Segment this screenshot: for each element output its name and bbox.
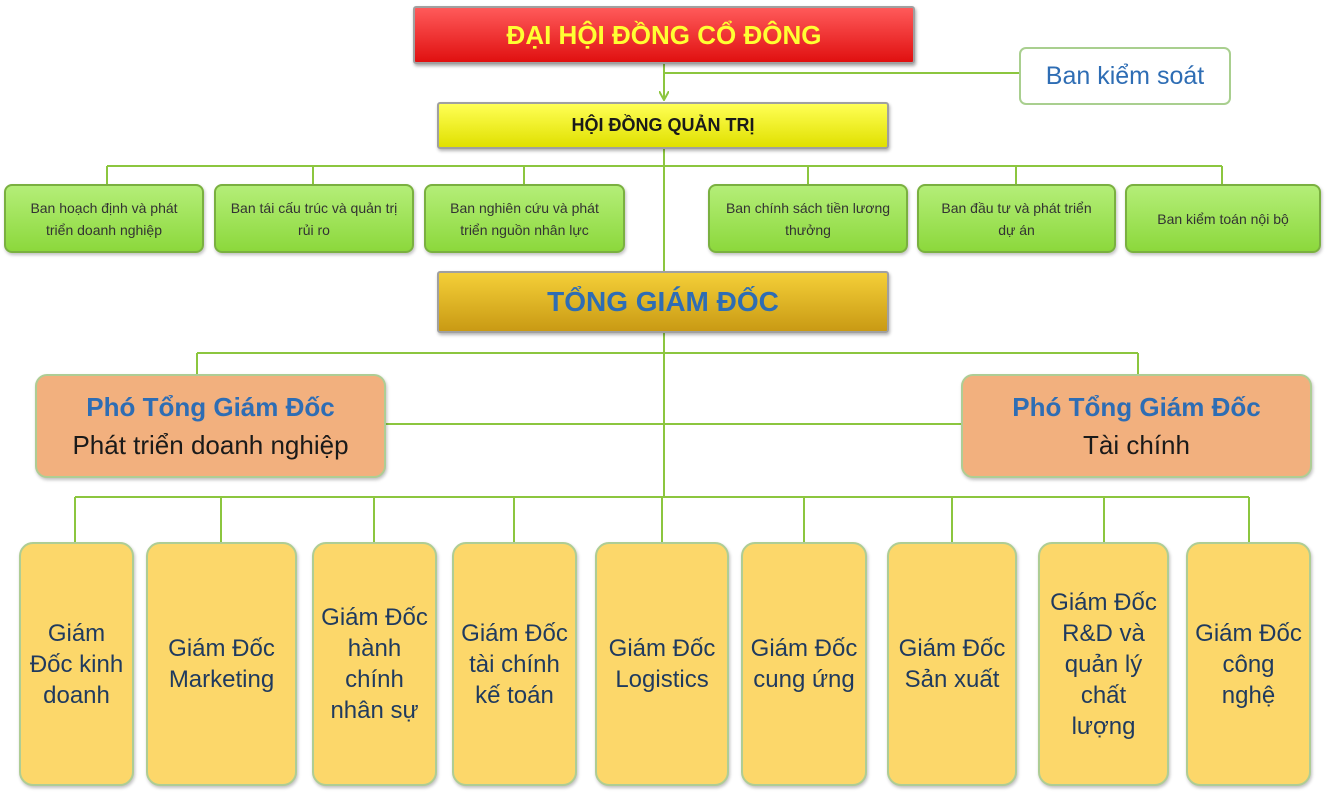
committee-label: Ban tái cấu trúc và quản trị rủi ro bbox=[230, 199, 398, 238]
director-label: Giám Đốc công nghệ bbox=[1195, 619, 1302, 709]
committee-label: Ban kiểm toán nội bộ bbox=[1157, 210, 1289, 227]
committee-box-planning: Ban hoạch định và phát triển doanh nghiệ… bbox=[4, 184, 204, 253]
director-label: Giám Đốc Logistics bbox=[608, 635, 716, 693]
director-box-marketing: Giám Đốc Marketing bbox=[146, 542, 297, 786]
committee-box-hr-research: Ban nghiên cứu và phát triển nguồn nhân … bbox=[424, 184, 625, 253]
deputy-ceo-finance-box: Phó Tổng Giám Đốc Tài chính bbox=[961, 374, 1312, 478]
board-of-directors-box: HỘI ĐỒNG QUẢN TRỊ bbox=[437, 102, 889, 149]
director-label: Giám Đốc cung ứng bbox=[750, 635, 858, 693]
director-box-finance: Giám Đốc tài chính kế toán bbox=[452, 542, 577, 786]
director-box-admin-hr: Giám Đốc hành chính nhân sự bbox=[312, 542, 437, 786]
director-box-sales: Giám Đốc kinh doanh bbox=[19, 542, 134, 786]
director-label: Giám Đốc R&D và quản lý chất lượng bbox=[1050, 588, 1157, 740]
director-box-technology: Giám Đốc công nghệ bbox=[1186, 542, 1311, 786]
director-box-production: Giám Đốc Sản xuất bbox=[887, 542, 1017, 786]
deputy-area: Phát triển doanh nghiệp bbox=[72, 430, 349, 460]
director-label: Giám Đốc kinh doanh bbox=[29, 619, 124, 709]
director-label: Giám Đốc Sản xuất bbox=[898, 635, 1006, 693]
director-box-logistics: Giám Đốc Logistics bbox=[595, 542, 729, 786]
ceo-label: TỔNG GIÁM ĐỐC bbox=[547, 286, 779, 317]
shareholders-meeting-box: ĐẠI HỘI ĐỒNG CỔ ĐÔNG bbox=[413, 6, 915, 64]
committee-label: Ban đầu tư và phát triển dự án bbox=[941, 199, 1092, 238]
committee-box-investment: Ban đầu tư và phát triển dự án bbox=[917, 184, 1116, 253]
committee-label: Ban hoạch định và phát triển doanh nghiệ… bbox=[30, 199, 178, 238]
deputy-title: Phó Tổng Giám Đốc bbox=[1012, 392, 1261, 422]
committee-box-restructuring: Ban tái cấu trúc và quản trị rủi ro bbox=[214, 184, 414, 253]
committee-label: Ban nghiên cứu và phát triển nguồn nhân … bbox=[450, 199, 599, 238]
deputy-area: Tài chính bbox=[1083, 430, 1190, 460]
committee-label: Ban chính sách tiền lương thưởng bbox=[725, 199, 891, 238]
ceo-box: TỔNG GIÁM ĐỐC bbox=[437, 271, 889, 333]
director-label: Giám Đốc hành chính nhân sự bbox=[321, 604, 428, 724]
committee-box-compensation: Ban chính sách tiền lương thưởng bbox=[708, 184, 908, 253]
supervisory-board-box: Ban kiểm soát bbox=[1019, 47, 1231, 105]
board-of-directors-label: HỘI ĐỒNG QUẢN TRỊ bbox=[571, 115, 755, 135]
deputy-title: Phó Tổng Giám Đốc bbox=[86, 392, 335, 422]
committee-box-internal-audit: Ban kiểm toán nội bộ bbox=[1125, 184, 1321, 253]
director-box-rnd-quality: Giám Đốc R&D và quản lý chất lượng bbox=[1038, 542, 1169, 786]
shareholders-meeting-label: ĐẠI HỘI ĐỒNG CỔ ĐÔNG bbox=[506, 19, 822, 50]
deputy-ceo-business-box: Phó Tổng Giám Đốc Phát triển doanh nghiệ… bbox=[35, 374, 386, 478]
director-label: Giám Đốc Marketing bbox=[168, 635, 275, 693]
director-label: Giám Đốc tài chính kế toán bbox=[461, 619, 568, 709]
director-box-supply: Giám Đốc cung ứng bbox=[741, 542, 867, 786]
supervisory-board-label: Ban kiểm soát bbox=[1045, 61, 1205, 90]
